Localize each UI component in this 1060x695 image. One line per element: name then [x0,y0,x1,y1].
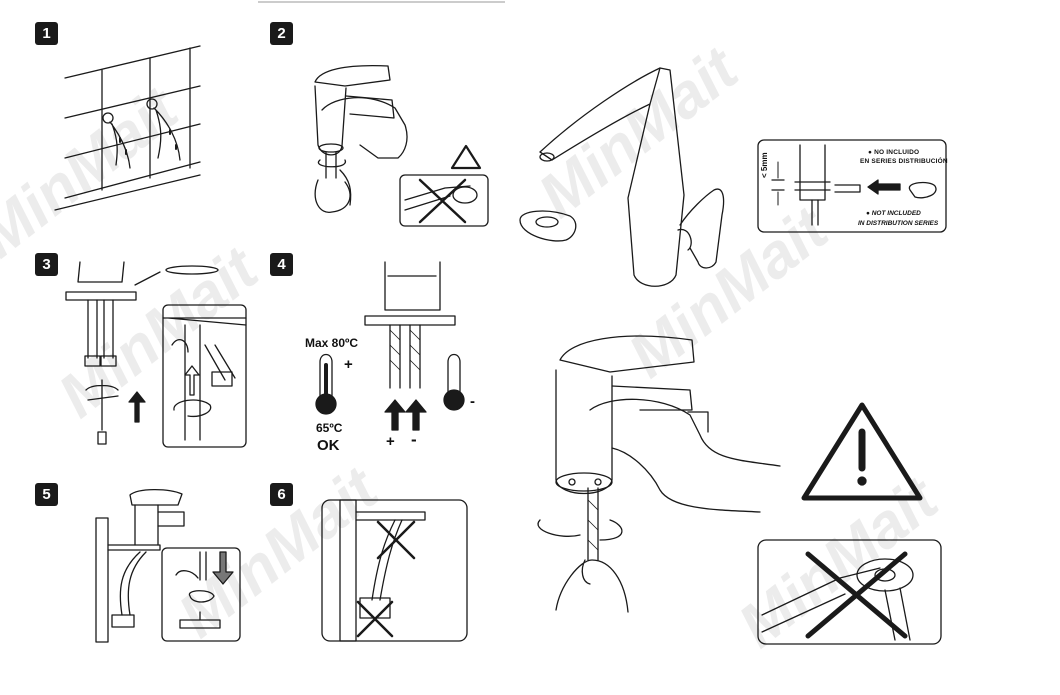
step3-screw-parts [85,379,119,445]
kitchen-faucet [539,67,725,287]
large-faucet-hand [537,335,781,613]
note-es-line1: ● NO INCLUIDO [868,149,920,156]
max-temp-label: Max 80ºC [305,336,359,350]
arrow-plus-label: + [386,433,395,450]
step-6-badge: 6 [270,483,293,506]
step1-wall-outlets [54,45,201,211]
step5-bidet-mixer [95,488,185,643]
svg-text:MinMait: MinMait [526,33,752,231]
cold-sign: - [470,393,475,410]
step-3-badge: 3 [35,253,58,276]
step2-crossed-wrench-inset [399,174,489,227]
note-box [757,139,947,233]
note-es-line2: EN SERIES DISTRIBUCIÓN [860,158,948,165]
step-1-badge: 1 [35,22,58,45]
hot-sign: + [344,356,353,373]
up-arrow-cold-icon [405,399,427,431]
step5-inset [161,547,241,642]
wrench-crossed-icon [757,539,942,645]
step-4-badge: 4 [270,253,293,276]
svg-text:MinMait: MinMait [616,193,842,391]
watermark: MinMait MinMait MinMait MinMait MinMait … [0,33,952,661]
warning-triangle-small-icon [450,144,482,170]
dimension-label: < 5mm [760,152,769,178]
step-2-badge: 2 [270,22,293,45]
step3-inset [162,304,247,448]
warning-triangle-icon [801,402,923,501]
step6-inset [321,499,468,642]
ok-temp-label: 65ºC [316,421,343,435]
arrow-minus-label: - [411,430,417,449]
ok-label: OK [317,437,340,454]
note-en-line1: ● NOT INCLUDED [866,210,921,217]
step-5-badge: 5 [35,483,58,506]
up-arrow-hot-icon [384,399,406,431]
down-arrow-icon [212,551,234,585]
step3-hoses [65,261,219,367]
thermometer-cold-icon [443,353,465,411]
step2-faucet-hand [314,64,408,213]
note-arrow-icon [867,179,901,195]
thermometer-hot-icon [315,353,337,415]
up-arrow-icon [128,391,146,423]
step4-faucet-hoses [364,261,456,389]
note-en-line2: IN DISTRIBUTION SERIES [858,220,939,227]
base-plate-piece [519,210,577,242]
